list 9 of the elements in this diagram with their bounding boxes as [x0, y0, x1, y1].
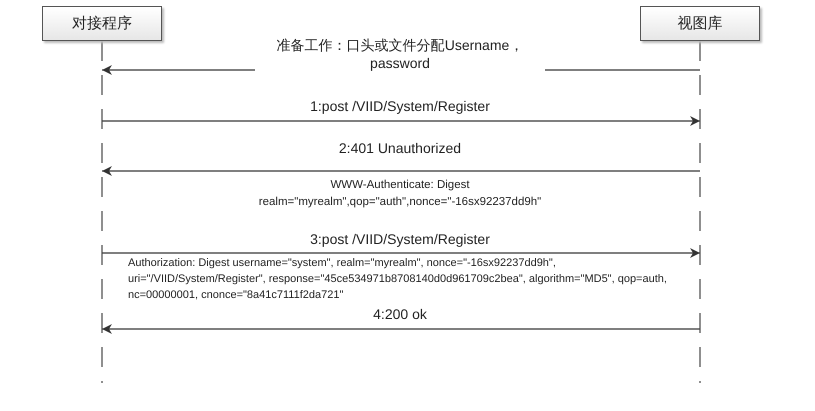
- edge-label: 准备工作：口头或文件分配Username， password: [255, 37, 545, 72]
- message-note: WWW-Authenticate: Digest realm="myrealm",qop="auth",nonce="-16sx92237dd9h": [258, 178, 542, 210]
- message-arrow: [102, 166, 700, 176]
- message-arrow: [102, 116, 700, 126]
- message-note: Authorization: Digest username="system", realm="myrealm", nonce="-16sx92237dd9h", uri="/VIID/System/Register", response="45ce534971b8708140d0d961709c2bea", algorithm="MD5", qop=auth, nc=00000001, cnonce="8a41c7111f2da721": [128, 256, 668, 303]
- message-arrow: [102, 324, 700, 334]
- participant-box: 对接程序: [42, 6, 162, 41]
- participant-box: 视图库: [640, 6, 760, 41]
- message-arrow: [102, 248, 700, 258]
